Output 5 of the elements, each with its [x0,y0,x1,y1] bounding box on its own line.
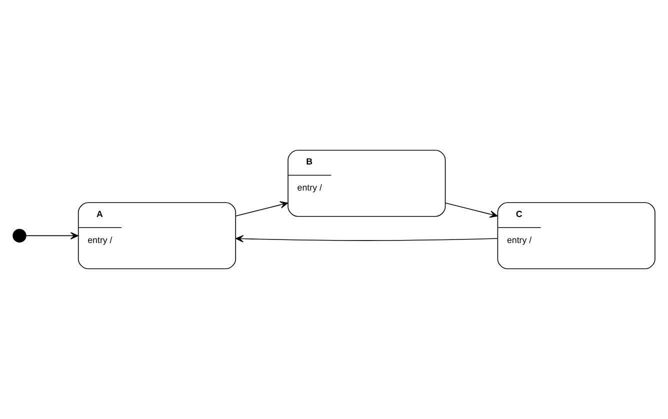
arrow [235,201,288,216]
arrow [236,235,498,242]
node-circle [12,228,26,243]
arrow [445,202,498,218]
arrow [26,232,78,240]
